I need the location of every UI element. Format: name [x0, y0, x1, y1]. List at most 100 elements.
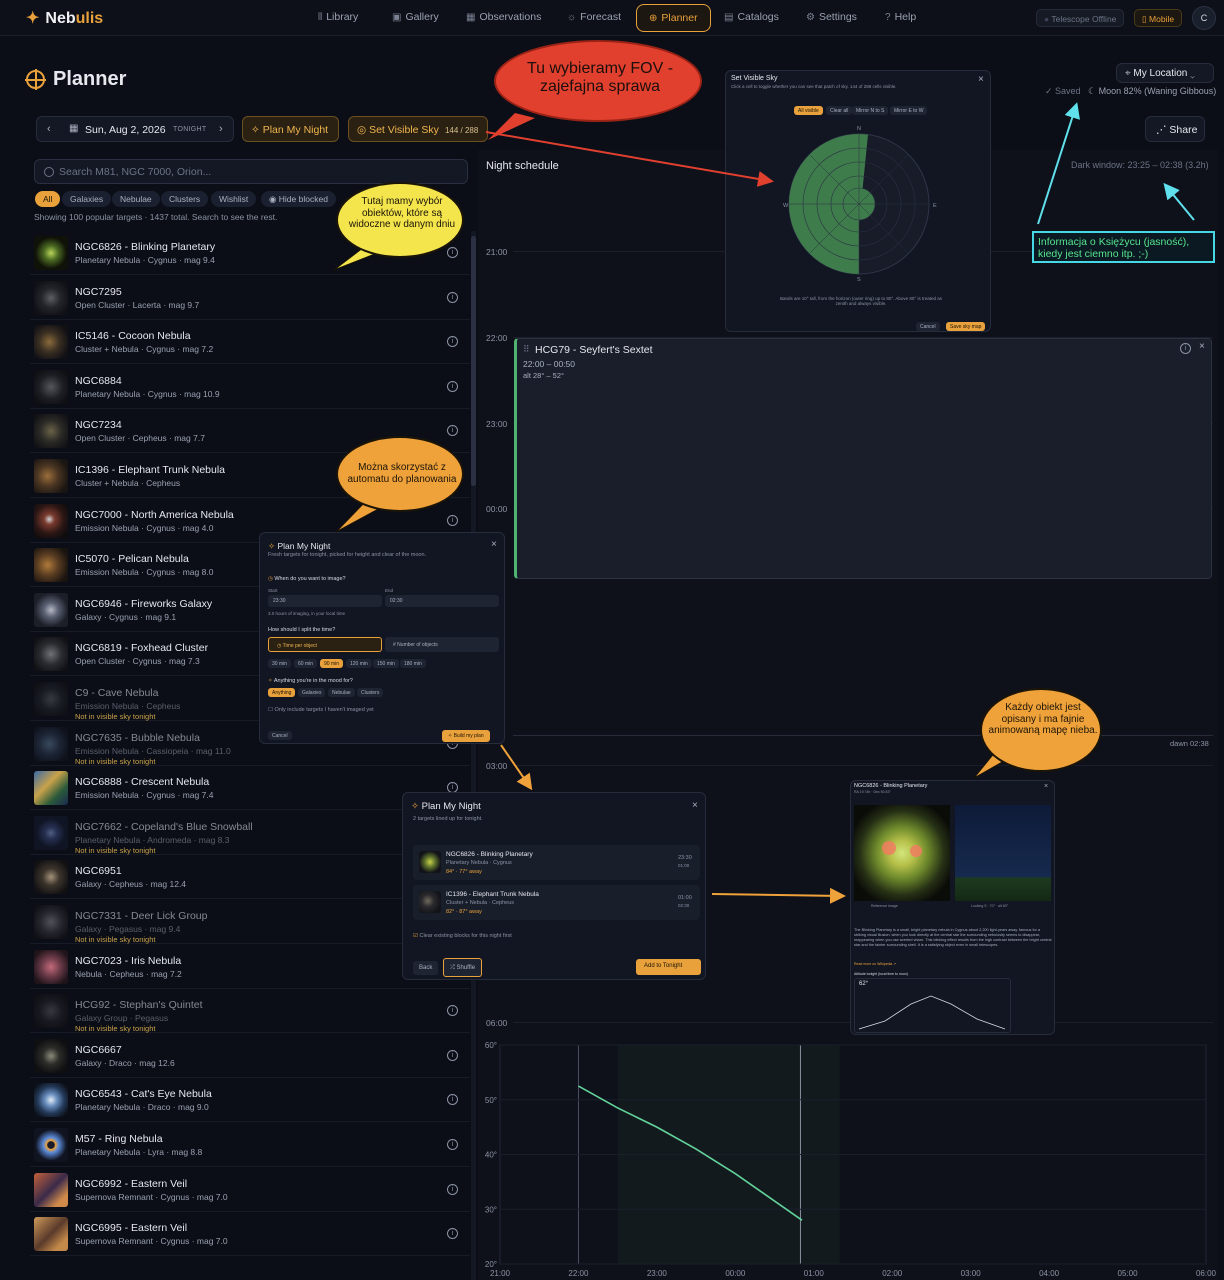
- duration-180[interactable]: 180 min: [400, 659, 426, 668]
- nav-gallery[interactable]: ▣Gallery: [392, 11, 439, 23]
- target-search-input[interactable]: Search M81, NGC 7000, Orion...: [34, 159, 468, 184]
- info-icon[interactable]: i: [447, 336, 458, 348]
- cancel-button[interactable]: Cancel: [916, 322, 940, 331]
- mirror-ew-button[interactable]: Mirror E to W: [890, 106, 928, 115]
- time-per-object-option[interactable]: ◷ Time per object: [268, 637, 382, 652]
- info-icon[interactable]: i: [447, 380, 458, 392]
- filter-galaxies[interactable]: Galaxies: [62, 191, 112, 207]
- info-icon[interactable]: i: [447, 425, 458, 437]
- animated-sky-map[interactable]: [955, 805, 1051, 901]
- info-icon[interactable]: i: [1180, 343, 1191, 354]
- nav-planner[interactable]: ⊕Planner: [636, 4, 711, 32]
- close-icon[interactable]: ×: [491, 539, 497, 550]
- filter-hide-blocked[interactable]: ◉ Hide blocked: [261, 191, 336, 207]
- drag-handle-icon[interactable]: ⠿: [523, 344, 530, 354]
- info-icon[interactable]: i: [447, 247, 458, 258]
- location-selector[interactable]: ⌖ My Location ⌄: [1116, 63, 1214, 83]
- mood-nebulae[interactable]: Nebulae: [328, 688, 355, 697]
- target-list-scrollbar[interactable]: [471, 231, 476, 1280]
- chevron-left-icon[interactable]: ‹: [47, 123, 51, 135]
- info-icon[interactable]: i: [447, 1049, 458, 1061]
- duration-90[interactable]: 90 min: [320, 659, 344, 668]
- close-icon[interactable]: ×: [692, 800, 698, 811]
- plan-my-night-button[interactable]: ✧ Plan My Night: [242, 116, 339, 142]
- clear-existing-checkbox[interactable]: ☑ Clear existing blocks for this night f…: [413, 933, 512, 939]
- nav-catalogs[interactable]: ▤Catalogs: [724, 11, 779, 23]
- save-sky-map-button[interactable]: Save sky map: [946, 322, 986, 331]
- duration-60[interactable]: 60 min: [294, 659, 318, 668]
- info-icon[interactable]: i: [447, 1139, 458, 1150]
- info-icon[interactable]: i: [447, 1228, 458, 1240]
- duration-30[interactable]: 30 min: [268, 659, 292, 668]
- build-plan-button[interactable]: ✧ Build my plan: [442, 730, 490, 742]
- all-visible-button[interactable]: All visible: [794, 106, 823, 115]
- start-time-select[interactable]: 23:30: [268, 595, 382, 607]
- info-icon[interactable]: i: [447, 1005, 458, 1017]
- nav-help[interactable]: ?Help: [885, 11, 917, 23]
- mood-clusters[interactable]: Clusters: [357, 688, 384, 697]
- info-icon[interactable]: i: [447, 1183, 458, 1195]
- cancel-button[interactable]: Cancel: [268, 731, 292, 740]
- mood-anything[interactable]: Anything: [268, 688, 296, 697]
- duration-150[interactable]: 150 min: [373, 659, 399, 668]
- schedule-block[interactable]: ⠿ HCG79 - Seyfert's Sextet 22:00 – 00:50…: [514, 338, 1212, 579]
- filter-wishlist[interactable]: Wishlist: [211, 191, 257, 207]
- number-of-objects-option[interactable]: # Number of objects: [385, 637, 499, 652]
- nav-observations[interactable]: ▦Observations: [466, 11, 542, 23]
- mood-galaxies[interactable]: Galaxies: [298, 688, 326, 697]
- nav-forecast[interactable]: ☼Forecast: [567, 11, 622, 23]
- share-button[interactable]: ⋰ Share: [1145, 116, 1205, 142]
- avatar[interactable]: C: [1192, 6, 1216, 30]
- nav-library[interactable]: ⫴Library: [318, 11, 359, 23]
- nav-settings[interactable]: ⚙Settings: [806, 11, 857, 23]
- close-icon[interactable]: ×: [1044, 783, 1049, 790]
- clear-all-button[interactable]: Clear all: [826, 106, 853, 115]
- info-icon[interactable]: i: [447, 514, 458, 526]
- wikipedia-link[interactable]: Read more on Wikipedia ↗: [854, 962, 897, 966]
- info-icon[interactable]: i: [447, 291, 458, 303]
- filter-clusters[interactable]: Clusters: [161, 191, 209, 207]
- sky-map[interactable]: [788, 133, 930, 275]
- mirror-ns-button[interactable]: Mirror N to S: [852, 106, 889, 115]
- filter-all[interactable]: All: [35, 191, 61, 207]
- chevron-right-icon[interactable]: ›: [219, 123, 223, 135]
- date-picker[interactable]: ‹ ▦ Sun, Aug 2, 2026 TONIGHT ›: [36, 116, 234, 142]
- shuffle-button[interactable]: ⤮ Shuffle: [443, 958, 483, 977]
- close-icon[interactable]: ×: [1199, 341, 1205, 352]
- duration-120[interactable]: 120 min: [346, 659, 372, 668]
- telescope-status-badge[interactable]: ● Telescope Offline: [1036, 9, 1125, 27]
- back-button[interactable]: Back: [413, 961, 439, 975]
- plan-item[interactable]: NGC6826 - Blinking Planetary Planetary N…: [413, 845, 700, 880]
- filter-nebulae[interactable]: Nebulae: [112, 191, 160, 207]
- add-to-tonight-button[interactable]: Add to Tonight: [636, 959, 701, 975]
- info-icon[interactable]: i: [447, 1094, 458, 1106]
- end-time-select[interactable]: 02:30: [385, 595, 499, 607]
- brand-logo[interactable]: ✦Nebulis: [26, 10, 104, 27]
- close-icon[interactable]: ×: [978, 74, 984, 85]
- only-new-checkbox[interactable]: ☐ Only include targets I haven't imaged …: [268, 707, 374, 713]
- mobile-button[interactable]: ▯ Mobile: [1134, 9, 1183, 27]
- plan-item[interactable]: IC1396 - Elephant Trunk Nebula Cluster +…: [413, 885, 700, 920]
